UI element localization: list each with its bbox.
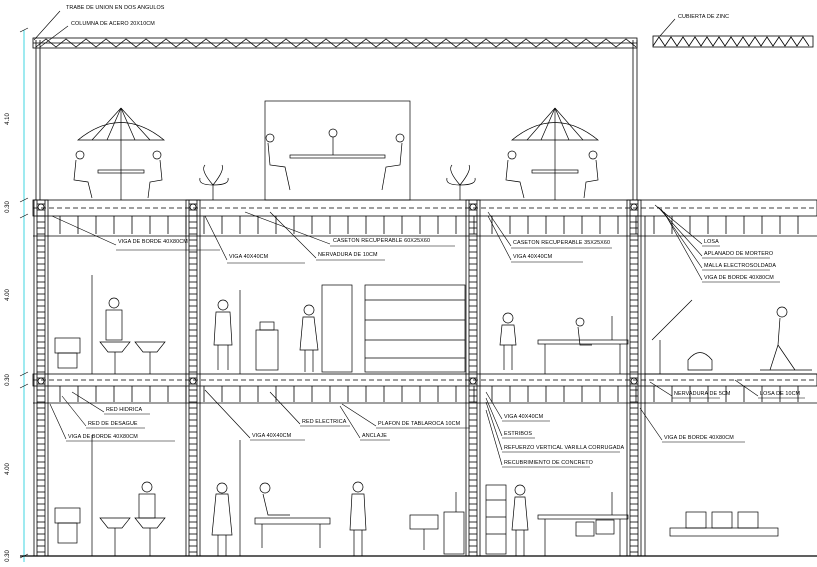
label-refuerzo: REFUERZO VERTICAL VARILLA CORRUGADA [504, 445, 625, 451]
column [626, 199, 642, 557]
dim-slab-top: 0.30 [5, 201, 11, 213]
leader-line [61, 395, 87, 427]
leader-line [51, 215, 117, 246]
office-upper-left [213, 284, 466, 374]
label-malla: MALLA ELECTROSOLDADA [704, 263, 777, 269]
label-losa: LOSA [704, 239, 719, 245]
slab-ribs [59, 386, 799, 402]
label-viga-borde-right: VIGA DE BORDE 40X80CM [704, 275, 774, 281]
label-viga-f1-right: VIGA 40X40CM [504, 414, 544, 420]
hospital-room [211, 440, 367, 556]
column [185, 199, 201, 557]
dim-floor2: 4.00 [5, 289, 11, 301]
dimension-tick [19, 553, 29, 559]
dimension-tick [19, 27, 29, 33]
leader-line [39, 25, 69, 48]
leader-line [487, 211, 512, 247]
office-lower [409, 484, 779, 556]
leader-line [663, 211, 703, 281]
slab-roof [32, 199, 817, 217]
label-nervadura-5: NERVADURA DE 5CM [674, 391, 731, 397]
dim-slab-mid: 0.30 [5, 374, 11, 386]
office-upper-right [499, 299, 812, 374]
label-losa-10: LOSA DE 10CM [760, 391, 801, 397]
column [465, 199, 481, 557]
leader-line [341, 403, 377, 427]
bathroom-upper [54, 275, 166, 374]
leader-line [649, 381, 673, 397]
label-viga-f1-left: VIGA 40X40CM [252, 433, 292, 439]
label-columna: COLUMNA DE ACERO 20X10CM [71, 21, 155, 27]
label-viga-f2-right: VIGA 40X40CM [513, 254, 553, 260]
dim-slab-bottom: 0.30 [5, 550, 11, 562]
label-red-desague: RED DE DESAGUE [88, 421, 138, 427]
label-nervadura-10: NERVADURA DE 10CM [318, 252, 378, 258]
leader-lines [33, 10, 805, 468]
figures [54, 100, 812, 556]
dim-floor1: 4.00 [5, 463, 11, 475]
columns [33, 199, 642, 557]
leader-line [485, 391, 503, 420]
leader-line [339, 405, 361, 439]
label-caseton-60: CASETON RECUPERABLE 60X25X60 [333, 238, 431, 244]
plants [199, 164, 476, 200]
leader-line [33, 10, 61, 41]
leader-line [485, 401, 503, 451]
leader-line [485, 409, 503, 466]
label-caseton-35: CASETON RECUPERABLE 35X25X60 [513, 240, 611, 246]
leader-line [269, 211, 317, 259]
label-red-hidrica: RED HIDRICA [106, 407, 143, 413]
label-estribos: ESTRIBOS [504, 431, 533, 437]
dimension-ticks [19, 27, 29, 559]
people-roof [73, 128, 599, 199]
leader-line [485, 397, 503, 437]
leader-line [487, 215, 512, 261]
label-red-electrica: RED ELECTRICA [302, 419, 347, 425]
dimension-tick [19, 383, 29, 389]
label-viga-borde-f1: VIGA DE BORDE 40X80CM [68, 434, 138, 440]
slab-ribs [59, 216, 799, 234]
dimension-tick [19, 371, 29, 377]
column [33, 199, 49, 557]
label-viga-borde-right-f1: VIGA DE BORDE 40X80CM [664, 435, 734, 441]
zinc-zigzag [652, 36, 810, 47]
dimension-tick [19, 213, 29, 219]
leader-line [49, 403, 67, 440]
label-anclaje: ANCLAJE [362, 433, 387, 439]
umbrella-right [511, 107, 599, 200]
leader-line [639, 407, 663, 441]
label-recubrimiento: RECUBRIMIENTO DE CONCRETO [504, 460, 593, 466]
leader-line [659, 18, 676, 37]
leader-line [269, 391, 301, 425]
truss-zigzag [35, 38, 637, 48]
leader-line [204, 389, 251, 439]
bathroom-lower [54, 435, 166, 556]
label-trabe: TRABE DE UNION EN DOS ANGULOS [66, 5, 165, 11]
label-viga-f2-left: VIGA 40X40CM [229, 254, 269, 260]
leader-line [204, 215, 228, 261]
leader-line [734, 379, 759, 397]
label-plafon: PLAFON DE TABLAROCA 10CM [378, 421, 461, 427]
leader-line [71, 391, 105, 413]
umbrella-left [77, 107, 165, 200]
structure [20, 30, 817, 562]
leader-line [244, 211, 331, 245]
dimension-tick [19, 197, 29, 203]
slab-middle [32, 373, 817, 387]
label-aplanado: APLANADO DE MORTERO [704, 251, 774, 257]
label-cubierta: CUBIERTA DE ZINC [678, 14, 730, 20]
label-viga-borde-f2: VIGA DE BORDE 40X80CM [118, 239, 188, 245]
zinc-roof [652, 35, 814, 48]
dim-roof: 4.10 [5, 113, 11, 125]
pavilion [264, 100, 411, 201]
